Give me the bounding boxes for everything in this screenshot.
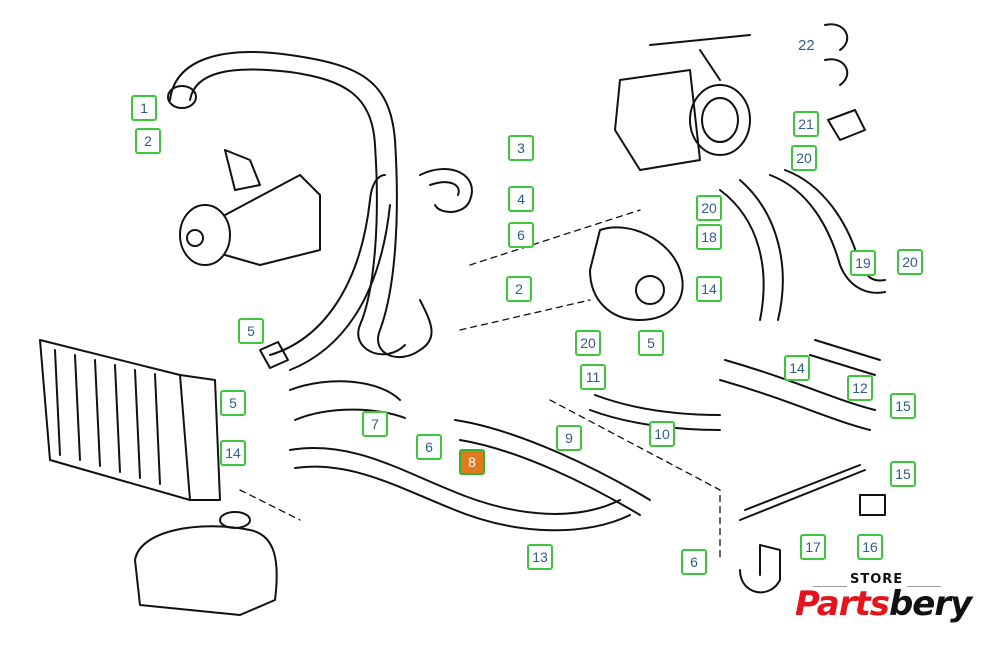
callout-8[interactable]: 8 (459, 449, 485, 475)
hose-18 (719, 179, 784, 321)
callout-9[interactable]: 9 (556, 425, 582, 451)
logo-rule-left (813, 586, 847, 587)
hose-19 (769, 169, 886, 294)
hose-12 (809, 339, 881, 376)
throttle-body-drawing (614, 34, 751, 171)
callout-20[interactable]: 20 (897, 249, 923, 275)
callout-21[interactable]: 21 (793, 111, 819, 137)
expansion-tank-drawing (134, 511, 278, 616)
logo-brand-red: Parts (795, 584, 890, 624)
callout-10[interactable]: 10 (649, 421, 675, 447)
callout-17[interactable]: 17 (800, 534, 826, 560)
callout-1[interactable]: 1 (131, 95, 157, 121)
pipe-8 (454, 419, 651, 516)
callout-15[interactable]: 15 (890, 461, 916, 487)
hose-13 (289, 447, 631, 532)
radiator-drawing (39, 339, 221, 501)
callout-13[interactable]: 13 (527, 544, 553, 570)
callout-4[interactable]: 4 (508, 186, 534, 212)
callout-3[interactable]: 3 (508, 135, 534, 161)
thermostat-housing-drawing (589, 226, 684, 321)
callout-22: 22 (798, 37, 815, 54)
callout-12[interactable]: 12 (847, 375, 873, 401)
logo-brand-text: Partsbery (795, 584, 972, 624)
callout-5[interactable]: 5 (238, 318, 264, 344)
water-pump-drawing (179, 149, 321, 266)
clamp-22 (824, 23, 849, 86)
callout-2[interactable]: 2 (506, 276, 532, 302)
callout-5[interactable]: 5 (220, 390, 246, 416)
callout-7[interactable]: 7 (362, 411, 388, 437)
partsbery-logo: STORE Partsbery (795, 572, 972, 632)
callout-20[interactable]: 20 (791, 145, 817, 171)
clamp-21 (827, 109, 866, 141)
hose-7 (289, 380, 406, 421)
logo-store-text: STORE (850, 572, 904, 587)
clamp-16 (859, 494, 886, 516)
hose-4 (419, 168, 473, 213)
callout-20[interactable]: 20 (696, 195, 722, 221)
callout-15[interactable]: 15 (890, 393, 916, 419)
callout-14[interactable]: 14 (784, 355, 810, 381)
logo-brand-black: bery (888, 584, 972, 624)
callout-16[interactable]: 16 (857, 534, 883, 560)
strap-17 (739, 464, 866, 521)
callout-20[interactable]: 20 (575, 330, 601, 356)
logo-rule-right (907, 586, 941, 587)
callout-18[interactable]: 18 (696, 224, 722, 250)
radiator-upper-hose (269, 174, 391, 371)
callout-6[interactable]: 6 (508, 222, 534, 248)
callout-19[interactable]: 19 (850, 250, 876, 276)
callout-6[interactable]: 6 (681, 549, 707, 575)
callout-5[interactable]: 5 (638, 330, 664, 356)
callout-6[interactable]: 6 (416, 434, 442, 460)
callout-14[interactable]: 14 (220, 440, 246, 466)
callout-11[interactable]: 11 (580, 364, 606, 390)
callout-2[interactable]: 2 (135, 128, 161, 154)
callout-14[interactable]: 14 (696, 276, 722, 302)
upper-hose (167, 51, 433, 359)
pipe-right (719, 359, 876, 431)
bracket-bottom (739, 544, 781, 594)
